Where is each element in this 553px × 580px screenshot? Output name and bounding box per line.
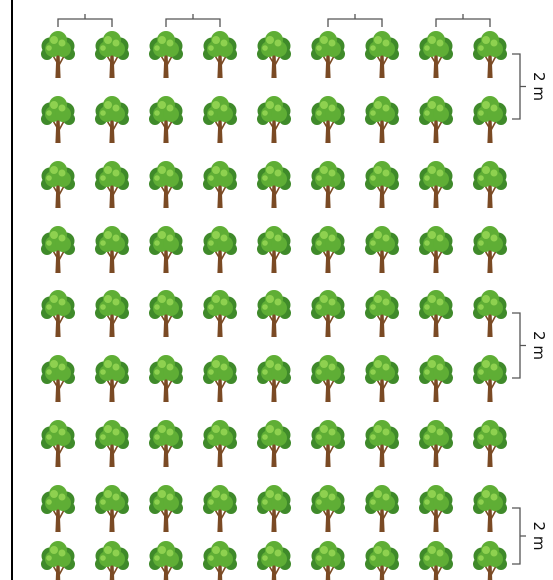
tree-icon — [419, 541, 453, 580]
tree-icon — [203, 355, 237, 402]
tree-icon — [41, 485, 75, 532]
tree-icon — [311, 485, 345, 532]
tree-icon — [473, 31, 507, 78]
spacing-label: 2 m — [530, 522, 548, 551]
tree-icon — [203, 485, 237, 532]
tree-icon — [203, 226, 237, 273]
tree-icon — [257, 485, 291, 532]
tree-icon — [95, 31, 129, 78]
tree-icon — [257, 420, 291, 467]
tree-icon — [419, 290, 453, 337]
tree-icon — [41, 420, 75, 467]
tree-icon — [419, 31, 453, 78]
tree-icon — [41, 31, 75, 78]
column-spacing-bracket — [166, 14, 220, 27]
tree-icon — [473, 96, 507, 143]
tree-icon — [365, 290, 399, 337]
spacing-label: 2 m — [530, 72, 548, 101]
tree-icon — [95, 355, 129, 402]
tree-icon — [365, 161, 399, 208]
tree-icon — [365, 226, 399, 273]
column-spacing-bracket — [58, 14, 112, 27]
tree-icon — [149, 541, 183, 580]
tree-icon — [203, 541, 237, 580]
tree-icon — [311, 96, 345, 143]
top-brackets — [58, 14, 490, 27]
tree-icon — [311, 226, 345, 273]
tree-icon — [149, 485, 183, 532]
tree-icon — [473, 541, 507, 580]
tree-grid — [41, 31, 507, 580]
tree-icon — [419, 226, 453, 273]
tree-icon — [149, 420, 183, 467]
tree-icon — [149, 161, 183, 208]
tree-icon — [95, 161, 129, 208]
tree-icon — [41, 96, 75, 143]
tree-icon — [95, 541, 129, 580]
tree-icon — [473, 290, 507, 337]
tree-icon — [365, 96, 399, 143]
tree-icon — [41, 226, 75, 273]
spacing-label: 2 m — [530, 331, 548, 360]
tree-icon — [149, 290, 183, 337]
tree-icon — [419, 161, 453, 208]
tree-icon — [257, 541, 291, 580]
tree-icon — [203, 161, 237, 208]
tree-icon — [257, 355, 291, 402]
tree-icon — [365, 31, 399, 78]
tree-icon — [257, 31, 291, 78]
tree-icon — [419, 420, 453, 467]
tree-icon — [203, 96, 237, 143]
tree-icon — [257, 226, 291, 273]
tree-icon — [365, 420, 399, 467]
tree-icon — [203, 290, 237, 337]
spacing-labels: 2 m 2 m 2 m — [530, 72, 548, 550]
tree-icon — [419, 485, 453, 532]
tree-icon — [365, 355, 399, 402]
tree-icon — [257, 290, 291, 337]
tree-icon — [257, 161, 291, 208]
tree-icon — [95, 420, 129, 467]
column-spacing-bracket — [436, 14, 490, 27]
tree-icon — [311, 541, 345, 580]
tree-icon — [149, 96, 183, 143]
row-spacing-bracket — [512, 313, 526, 378]
tree-icon — [365, 485, 399, 532]
tree-icon — [473, 161, 507, 208]
tree-icon — [311, 355, 345, 402]
tree-icon — [149, 226, 183, 273]
tree-icon — [95, 290, 129, 337]
tree-icon — [473, 485, 507, 532]
tree-icon — [41, 541, 75, 580]
tree-icon — [419, 96, 453, 143]
tree-icon — [95, 485, 129, 532]
tree-icon — [311, 290, 345, 337]
tree-icon — [149, 355, 183, 402]
tree-icon — [203, 420, 237, 467]
tree-icon — [311, 420, 345, 467]
tree-icon — [95, 96, 129, 143]
tree-icon — [41, 290, 75, 337]
tree-icon — [311, 31, 345, 78]
tree-icon — [203, 31, 237, 78]
tree-icon — [257, 96, 291, 143]
spacing-brackets — [512, 54, 526, 564]
tree-icon — [311, 161, 345, 208]
tree-icon — [149, 31, 183, 78]
tree-icon — [473, 420, 507, 467]
tree-icon — [473, 355, 507, 402]
column-spacing-bracket — [328, 14, 382, 27]
tree-icon — [419, 355, 453, 402]
tree-icon — [41, 161, 75, 208]
row-spacing-bracket — [512, 508, 526, 564]
tree-icon — [95, 226, 129, 273]
tree-icon — [365, 541, 399, 580]
tree-icon — [473, 226, 507, 273]
row-spacing-bracket — [512, 54, 526, 119]
tree-icon — [41, 355, 75, 402]
